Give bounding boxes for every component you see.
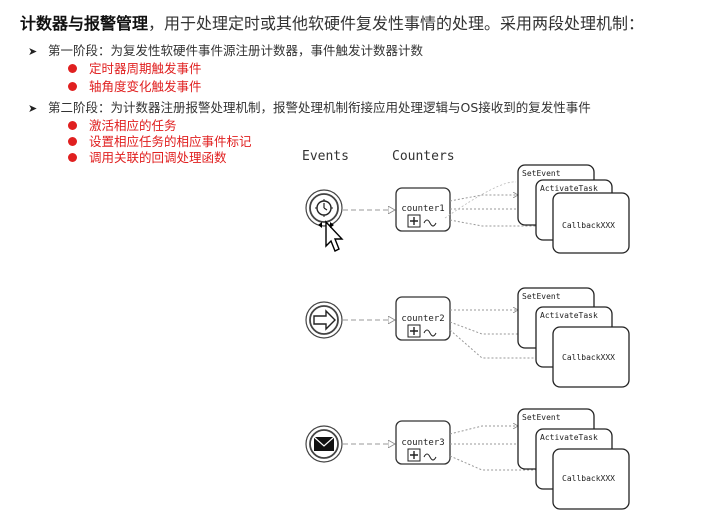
action-label: ActivateTask xyxy=(540,311,598,320)
bullet-text: 轴角度变化触发事件 xyxy=(89,79,202,94)
counter-label: counter3 xyxy=(401,438,444,448)
cursor-pointer-icon xyxy=(318,220,344,252)
loop-plus-icon xyxy=(407,214,437,228)
envelope-icon xyxy=(305,425,343,463)
clock-icon xyxy=(305,189,343,227)
action-label: SetEvent xyxy=(522,413,561,422)
red-dot-icon xyxy=(68,64,77,73)
red-dot-icon xyxy=(68,137,77,146)
diagram-row-1: counter1 SetEvent ActivateTask CallbackX… xyxy=(305,164,630,254)
diagram-row-3: counter3 SetEvent ActivateTask CallbackX… xyxy=(305,408,630,510)
action-label: ActivateTask xyxy=(540,433,598,442)
loop-plus-icon xyxy=(407,324,437,338)
counter-label: counter1 xyxy=(401,204,444,214)
action-box xyxy=(552,192,630,254)
stage-2-bullet: 激活相应的任务 xyxy=(68,115,177,134)
action-label: CallbackXXX xyxy=(562,353,615,362)
counters-header: Counters xyxy=(392,149,455,164)
action-label: CallbackXXX xyxy=(562,474,615,483)
red-dot-icon xyxy=(68,82,77,91)
arrowhead-bullet-icon: ➤ xyxy=(28,102,38,115)
red-dot-icon xyxy=(68,153,77,162)
bullet-text: 调用关联的回调处理函数 xyxy=(89,150,227,165)
red-dot-icon xyxy=(68,121,77,130)
action-label: SetEvent xyxy=(522,169,561,178)
counter-label: counter2 xyxy=(401,314,444,324)
stage-1: ➤ 第一阶段：为复发性软硬件事件源注册计数器，事件触发计数器计数 xyxy=(28,40,423,59)
headline-bold: 计数器与报警管理 xyxy=(20,14,149,33)
headline: 计数器与报警管理，用于处理定时或其他软硬件复发性事情的处理。采用两段处理机制： xyxy=(20,10,644,34)
action-box xyxy=(552,448,630,510)
action-box xyxy=(552,326,630,388)
action-label: ActivateTask xyxy=(540,184,598,193)
stage-2-bullet: 调用关联的回调处理函数 xyxy=(68,147,227,166)
bullet-text: 定时器周期触发事件 xyxy=(89,61,202,76)
diagram-row-2: counter2 SetEvent ActivateTask CallbackX… xyxy=(305,287,630,388)
stage-2: ➤ 第二阶段：为计数器注册报警处理机制，报警处理机制衔接应用处理逻辑与OS接收到的… xyxy=(28,97,591,116)
stage-2-label: 第二阶段：为计数器注册报警处理机制，报警处理机制衔接应用处理逻辑与OS接收到的复… xyxy=(48,100,591,115)
headline-rest: ，用于处理定时或其他软硬件复发性事情的处理。采用两段处理机制： xyxy=(148,14,645,33)
events-header: Events xyxy=(302,149,349,164)
bullet-text: 激活相应的任务 xyxy=(89,118,177,133)
stage-2-bullet: 设置相应任务的相应事件标记 xyxy=(68,131,252,150)
arrowhead-bullet-icon: ➤ xyxy=(28,45,38,58)
stage-1-label: 第一阶段：为复发性软硬件事件源注册计数器，事件触发计数器计数 xyxy=(48,43,424,58)
action-label: CallbackXXX xyxy=(562,221,615,230)
action-label: SetEvent xyxy=(522,292,561,301)
bullet-text: 设置相应任务的相应事件标记 xyxy=(89,134,252,149)
stage-1-bullet: 轴角度变化触发事件 xyxy=(68,76,202,95)
arrow-right-icon xyxy=(305,301,343,339)
loop-plus-icon xyxy=(407,448,437,462)
stage-1-bullet: 定时器周期触发事件 xyxy=(68,58,202,77)
